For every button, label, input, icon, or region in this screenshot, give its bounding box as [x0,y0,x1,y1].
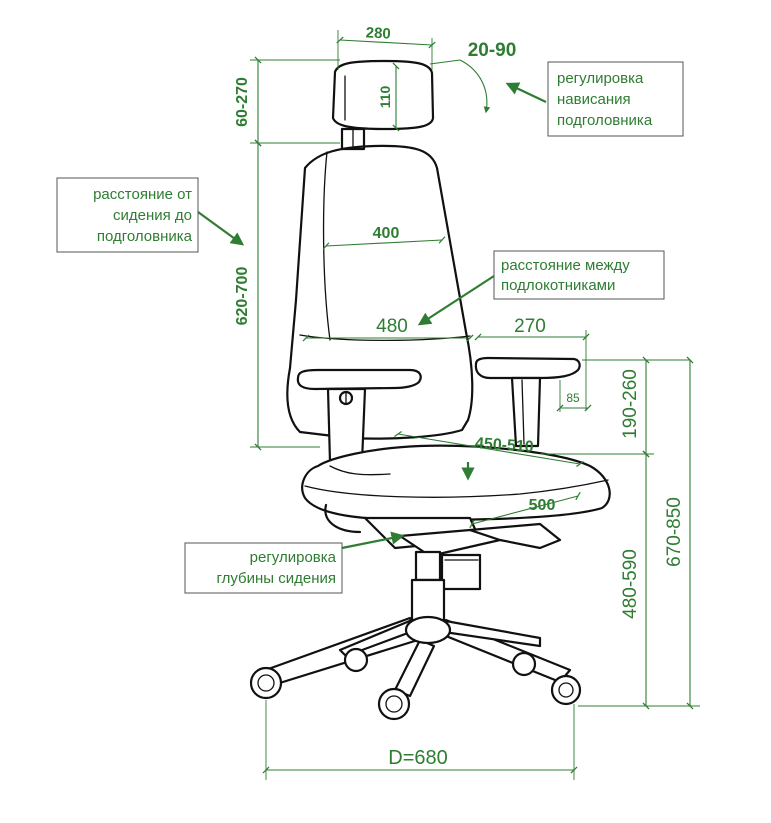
armrest-distance-label: 480 [376,316,408,337]
caster-back-left [343,647,369,673]
armrest-length-label: 270 [514,316,546,337]
arrow-seat-to-headrest [197,211,245,246]
note-seat-depth-line2: глубины сидения [216,570,336,587]
note-armrest-distance-line2: подлокотниками [501,277,615,294]
note-seat-to-headrest-line2: сидения до [113,207,192,224]
arrow-armrest-distance [417,275,495,326]
caster-front-left [249,666,283,700]
arrow-headrest-tilt [505,82,547,103]
caster-front-right [550,674,582,706]
armrest-right [474,356,581,448]
chair-base [258,615,572,698]
armrest-height-label: 190-260 [620,369,641,439]
dimension-lines [250,30,700,780]
base-diameter-label: D=680 [388,747,448,769]
seat-width-label: 500 [529,497,556,514]
note-headrest-tilt-line2: нависания [557,91,631,108]
headrest-width-label: 280 [365,24,391,42]
note-armrest-distance-line1: расстояние между [501,257,630,274]
total-height-label: 670-850 [664,497,685,567]
pointer-arrows [197,82,547,550]
seat-depth-label: 450-510 [474,435,534,456]
gas-lift [410,550,446,622]
headrest-height-label: 110 [377,85,393,108]
headrest-travel-label: 60-270 [234,77,251,127]
note-seat-depth-line1: регулировка [250,549,337,566]
seat [301,444,611,522]
caster-front [377,687,411,721]
note-seat-to-headrest-line3: подголовника [97,228,193,245]
arrow-seat-depth [341,531,405,550]
note-headrest-tilt-line1: регулировка [557,70,644,87]
seat-to-headrest-label: 620-700 [234,267,251,326]
note-headrest-tilt: регулировка нависания подголовника [547,61,684,137]
note-seat-depth: регулировка глубины сидения [184,542,343,594]
headrest-tilt-label: 20-90 [468,40,517,61]
backrest-width-label: 400 [373,225,400,242]
dimension-labels: 280 110 20-90 60-270 400 620-700 480 270… [234,24,685,769]
seat-height-label: 480-590 [620,549,641,619]
backrest [286,144,474,440]
casters [249,647,582,721]
note-headrest-tilt-line3: подголовника [557,112,653,129]
armrest-width-label: 85 [566,391,580,405]
note-seat-to-headrest: расстояние от сидения до подголовника [56,177,199,253]
note-armrest-distance: расстояние между подлокотниками [493,250,665,300]
chair-drawing [249,59,611,721]
headrest [331,59,435,151]
note-seat-to-headrest-line1: расстояние от [93,186,192,203]
caster-back-right [511,651,537,677]
